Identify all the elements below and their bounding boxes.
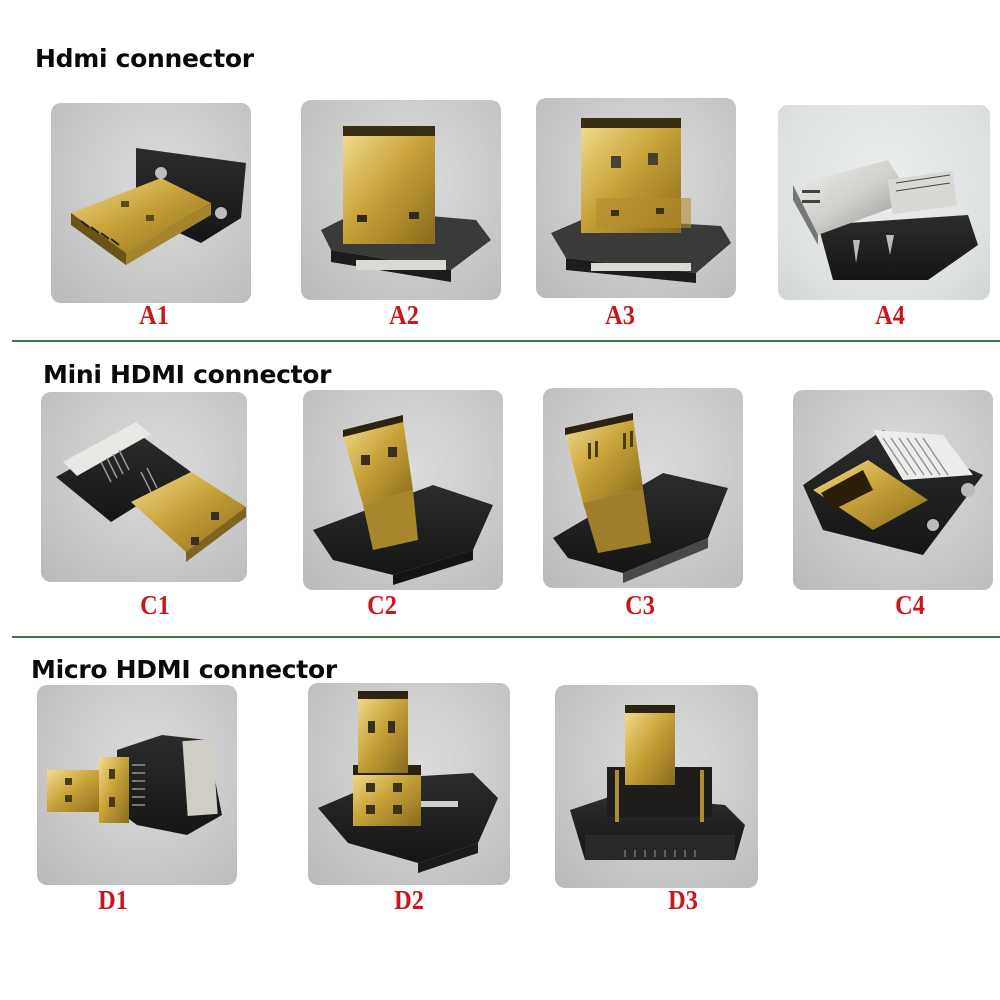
section-divider	[12, 340, 1000, 342]
label-a3: A3	[605, 300, 635, 330]
product-image-c2[interactable]	[303, 390, 503, 590]
product-image-c1[interactable]	[41, 392, 247, 582]
product-image-a2[interactable]	[301, 100, 501, 300]
product-image-d2[interactable]	[308, 683, 510, 885]
section-divider	[12, 636, 1000, 638]
micro-hdmi-connector-icon	[318, 691, 498, 873]
mini-hdmi-connector-icon	[313, 415, 493, 585]
label-c3: C3	[625, 590, 655, 620]
label-a4: A4	[875, 300, 905, 330]
label-c4: C4	[895, 590, 925, 620]
label-d1: D1	[98, 885, 128, 915]
mini-hdmi-connector-icon	[553, 413, 728, 583]
micro-hdmi-connector-icon	[570, 705, 745, 860]
product-image-a3[interactable]	[536, 98, 736, 298]
label-d3: D3	[668, 885, 698, 915]
hdmi-connector-icon	[321, 126, 491, 282]
section-title-hdmi: Hdmi connector	[35, 44, 254, 73]
label-a1: A1	[139, 300, 169, 330]
product-image-d3[interactable]	[555, 685, 758, 888]
label-c1: C1	[140, 590, 170, 620]
section-title-mini-hdmi: Mini HDMI connector	[43, 360, 332, 389]
hdmi-connector-icon	[71, 148, 246, 265]
product-image-c4[interactable]	[793, 390, 993, 590]
mini-hdmi-connector-icon	[56, 422, 246, 562]
label-d2: D2	[394, 885, 424, 915]
product-image-c3[interactable]	[543, 388, 743, 588]
label-c2: C2	[367, 590, 397, 620]
label-a2: A2	[389, 300, 419, 330]
hdmi-connector-icon	[793, 160, 978, 280]
mini-hdmi-connector-icon	[803, 430, 983, 555]
product-image-d1[interactable]	[37, 685, 237, 885]
product-image-a1[interactable]	[51, 103, 251, 303]
micro-hdmi-connector-icon	[47, 735, 222, 835]
hdmi-connector-icon	[551, 118, 731, 283]
product-image-a4[interactable]	[778, 105, 990, 300]
section-title-micro-hdmi: Micro HDMI connector	[31, 655, 337, 684]
